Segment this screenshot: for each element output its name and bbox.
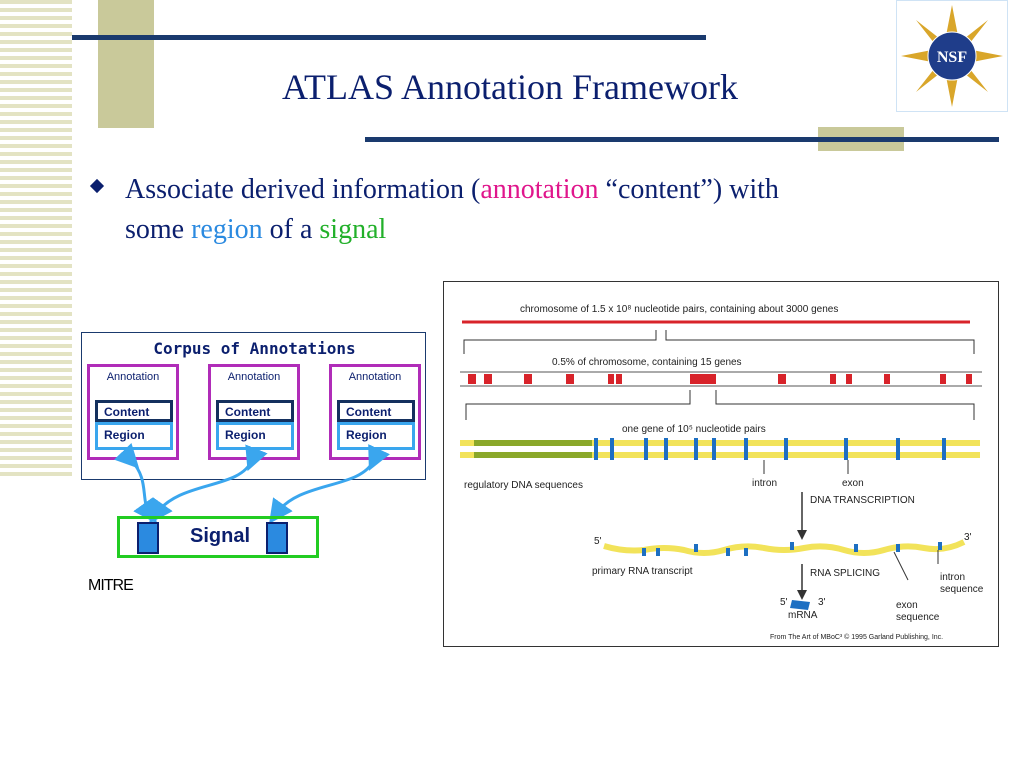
arrow-2 — [149, 444, 268, 524]
transcription-label: DNA TRANSCRIPTION — [810, 495, 915, 506]
bullet-text: Associate derived information (annotatio… — [125, 170, 945, 250]
annotation-label: Annotation — [106, 371, 160, 383]
nsf-logo-text: NSF — [937, 49, 967, 66]
dna-figure: chromosome of 1.5 x 10⁸ nucleotide pairs… — [443, 281, 999, 647]
primary-transcript-label: primary RNA transcript — [592, 566, 693, 577]
exon-sequence-label-2: sequence — [896, 612, 940, 623]
chromosome-label: chromosome of 1.5 x 10⁸ nucleotide pairs… — [520, 304, 839, 315]
title-rule-top — [72, 35, 706, 40]
figure-credit: From The Art of MBoC³ © 1995 Garland Pub… — [770, 634, 944, 641]
five-prime-label: 5' — [594, 536, 602, 547]
bullet-part: of a — [262, 214, 320, 245]
content-box: Content — [216, 400, 294, 422]
nsf-logo: NSF — [896, 0, 1008, 112]
exon-label: exon — [842, 478, 864, 489]
arrow-3 — [269, 444, 390, 524]
intron-sequence-label-1: intron — [940, 572, 966, 583]
striped-border — [0, 0, 72, 480]
bullet-part: “content”) with — [598, 174, 779, 205]
signal-region-left — [137, 522, 159, 554]
three-prime-label: 3' — [964, 532, 972, 543]
keyword-signal: signal — [319, 214, 387, 245]
intron-sequence-label-2: sequence — [940, 584, 984, 595]
decor-block-left — [98, 0, 154, 128]
nsf-seal-icon: NSF — [901, 5, 1003, 107]
keyword-region: region — [191, 214, 263, 245]
exon-sequence-label-1: exon — [896, 600, 918, 611]
signal-label: Signal — [189, 525, 250, 547]
intron-label: intron — [752, 478, 778, 489]
splicing-label: RNA SPLICING — [810, 568, 881, 579]
keyword-annotation: annotation — [480, 174, 599, 205]
fraction-label: 0.5% of chromosome, containing 15 genes — [552, 357, 742, 368]
mrna-three-prime: 3' — [818, 597, 826, 608]
signal-region-right — [266, 522, 288, 554]
annotation-label: Annotation — [227, 371, 281, 383]
dna-diagram — [460, 320, 982, 610]
corpus-title: Corpus of Annotations — [153, 339, 356, 358]
signal-box: Signal — [117, 516, 319, 558]
gene-label: one gene of 10⁵ nucleotide pairs — [622, 424, 766, 435]
title-rule-bottom — [365, 137, 999, 142]
annotation-box: Annotation Content Region — [329, 364, 421, 460]
mrna-five-prime: 5' — [780, 597, 788, 608]
bullet-part: Associate derived information ( — [125, 174, 481, 205]
mrna-label: mRNA — [788, 610, 818, 621]
annotation-label: Annotation — [348, 371, 402, 383]
regulatory-label: regulatory DNA sequences — [464, 480, 583, 491]
content-box: Content — [95, 400, 173, 422]
bullet-part: some — [125, 214, 192, 245]
content-box: Content — [337, 400, 415, 422]
mitre-label: MITRE — [88, 577, 134, 594]
arrow-1 — [114, 443, 157, 524]
slide-title: ATLAS Annotation Framework — [282, 67, 738, 107]
